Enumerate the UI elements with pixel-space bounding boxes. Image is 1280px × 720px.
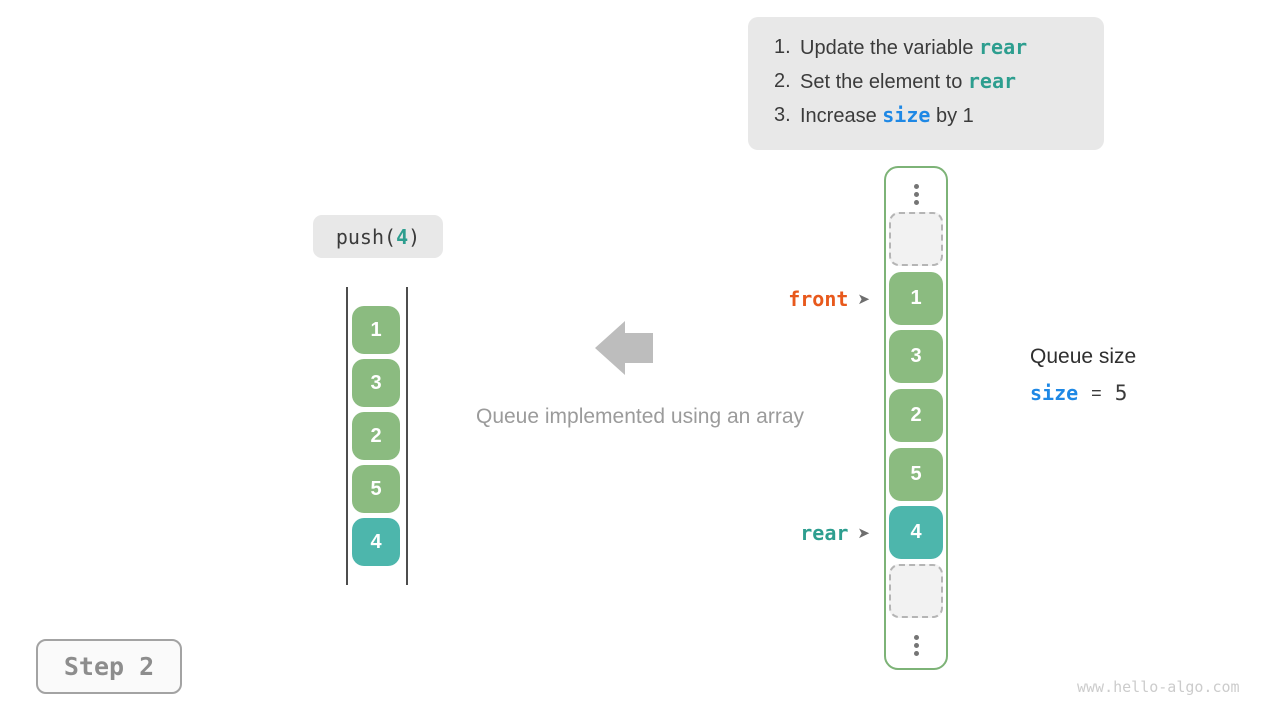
- queue-channel-right-wall: [406, 287, 408, 585]
- queue-cell: 1: [352, 306, 400, 354]
- pointer-arrow-icon: ➤: [857, 524, 870, 542]
- equals-sign: =: [1091, 382, 1102, 403]
- instruction-text: Update the variable rear: [800, 35, 1027, 60]
- queue-cell: 5: [352, 465, 400, 513]
- dot: [913, 184, 919, 189]
- queue-cell: 2: [352, 412, 400, 460]
- dot: [913, 200, 919, 205]
- instruction-text: Increase size by 1: [800, 103, 974, 128]
- size-variable-label: size: [1030, 381, 1079, 405]
- array-cell-front: 1: [889, 272, 943, 325]
- rear-pointer: rear ➤: [700, 519, 870, 547]
- code-token-rear: rear: [979, 34, 1028, 59]
- dot: [913, 635, 919, 640]
- instruction-text-pre: Set the element to: [800, 70, 968, 93]
- dot: [913, 643, 919, 648]
- queue-size-value-row: size = 5: [1030, 381, 1127, 405]
- dot: [913, 651, 919, 656]
- instruction-text-post: by 1: [930, 104, 974, 127]
- push-call-label: push(4): [313, 215, 443, 258]
- array-cell-rear-new: 4: [889, 506, 943, 559]
- queue-cell: 3: [352, 359, 400, 407]
- front-pointer: front ➤: [700, 285, 870, 313]
- ellipsis-icon: [886, 635, 946, 656]
- array-cell: 5: [889, 448, 943, 501]
- instruction-number: 1.: [774, 35, 791, 58]
- code-token-rear: rear: [967, 68, 1017, 93]
- step-badge: Step 2: [36, 639, 182, 694]
- array-container: 1 3 2 5 4: [884, 166, 948, 670]
- array-cell: 2: [889, 389, 943, 442]
- size-value: 5: [1114, 381, 1128, 405]
- instruction-number: 3.: [774, 103, 791, 126]
- queue-size-title: Queue size: [1030, 345, 1137, 368]
- instruction-number: 2.: [774, 69, 791, 92]
- watermark: www.hello-algo.com: [1077, 678, 1240, 696]
- instruction-step-3: 3. Increase size by 1: [774, 98, 1104, 132]
- instruction-box: 1. Update the variable rear 2. Set the e…: [748, 17, 1104, 150]
- empty-array-slot: [889, 564, 943, 618]
- instruction-step-1: 1. Update the variable rear: [774, 30, 1104, 64]
- pointer-arrow-icon: ➤: [857, 290, 870, 308]
- rear-pointer-label: rear: [800, 521, 849, 545]
- front-pointer-label: front: [788, 287, 849, 311]
- instruction-text: Set the element to rear: [800, 69, 1016, 94]
- push-close-paren: ): [408, 224, 421, 249]
- dot: [913, 192, 919, 197]
- push-arg-value: 4: [396, 224, 409, 249]
- code-token-size: size: [882, 102, 931, 127]
- array-cell: 3: [889, 330, 943, 383]
- push-fn-text: push(: [335, 224, 397, 249]
- left-block-arrow-icon: [595, 321, 653, 375]
- queue-cell-new: 4: [352, 518, 400, 566]
- ellipsis-icon: [886, 184, 946, 205]
- instruction-step-2: 2. Set the element to rear: [774, 64, 1104, 98]
- empty-array-slot: [889, 212, 943, 266]
- instruction-text-pre: Update the variable: [800, 36, 980, 59]
- queue-channel-left-wall: [346, 287, 348, 585]
- diagram-caption: Queue implemented using an array: [475, 405, 805, 428]
- instruction-text-pre: Increase: [800, 104, 883, 127]
